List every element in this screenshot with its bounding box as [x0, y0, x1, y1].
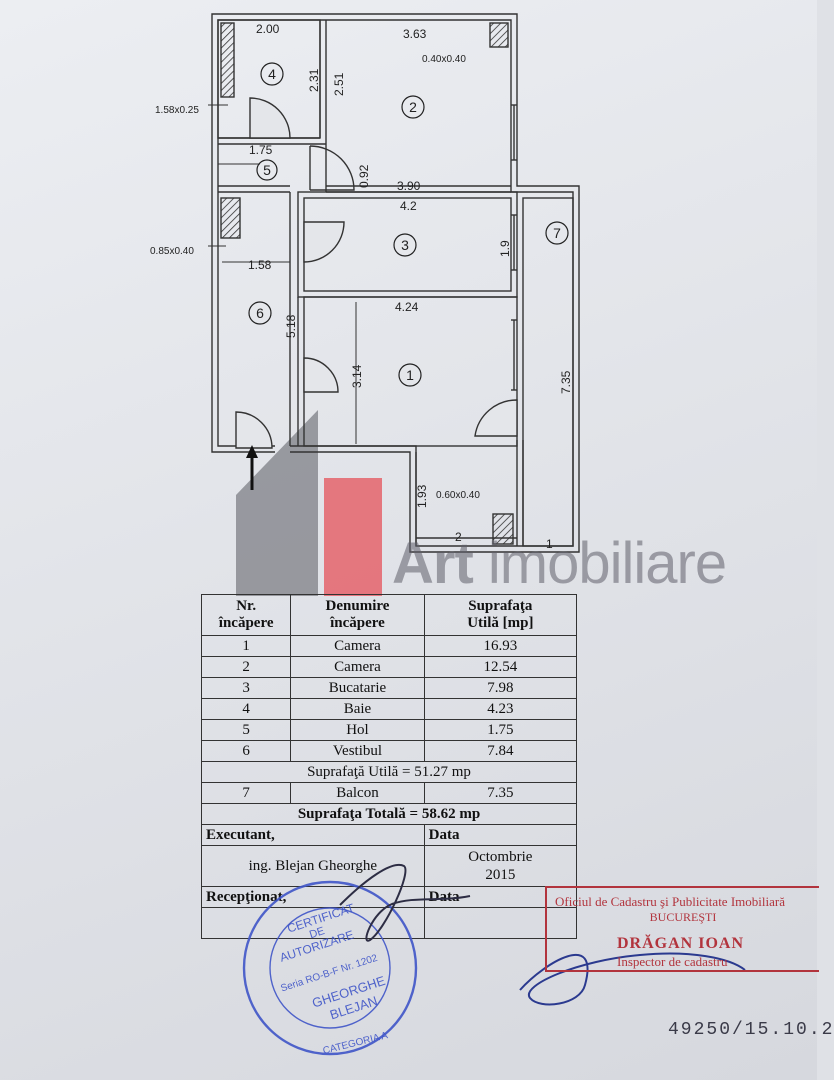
dim-label: 7.35 — [559, 370, 573, 394]
dim-label: 1 — [546, 537, 553, 551]
door-balcony — [474, 399, 518, 437]
dim-label: 3.90 — [397, 179, 421, 193]
door-room-3 — [303, 221, 345, 263]
outer-wall — [211, 13, 580, 553]
cadastre-office-stamp: Oficiul de Cadastru şi Publicitate Imobi… — [545, 886, 819, 972]
dim-label: 5.18 — [284, 314, 298, 338]
duct-room-2 — [489, 22, 509, 48]
dim-label: 2.31 — [307, 68, 321, 92]
dim-label: 2 — [455, 530, 462, 544]
dim-label: 0.85x0.40 — [150, 246, 194, 257]
dim-label: 0.40x0.40 — [422, 54, 466, 65]
dim-label: 3.14 — [350, 364, 364, 388]
dim-label: 1.9 — [498, 240, 512, 257]
dim-label: 3.63 — [403, 27, 427, 41]
useful-area-total-row: Suprafaţă Utilă = 51.27 mp — [201, 761, 577, 783]
duct-room-4 — [220, 22, 235, 98]
watermark-grey-shape — [236, 410, 318, 596]
dim-label: 1.58 — [248, 258, 272, 272]
dim-label: 1.58x0.25 — [155, 105, 199, 116]
room-number-3: 3 — [401, 237, 409, 253]
dim-label: 2.00 — [256, 22, 280, 36]
executant-header-row: Executant, Data — [201, 824, 578, 846]
grand-total-row: Suprafaţa Totală = 58.62 mp — [201, 803, 577, 825]
door-entrance — [235, 411, 273, 449]
door-room-1 — [303, 357, 339, 393]
watermark-red-block — [324, 478, 382, 596]
dim-label: 4.2 — [400, 199, 417, 213]
dim-label: 0.60x0.40 — [436, 490, 480, 501]
dim-label: 1.75 — [249, 143, 273, 157]
room-number-2: 2 — [409, 99, 417, 115]
room-number-1: 1 — [406, 367, 414, 383]
door-room-2 — [309, 145, 355, 191]
stamp-office-line1: Oficiul de Cadastru şi Publicitate Imobi… — [555, 894, 785, 909]
dim-label: 1.93 — [415, 484, 429, 508]
stamp-inspector-title: Inspector de cadastru — [617, 954, 728, 969]
receptionat-row — [201, 907, 578, 939]
room-number-4: 4 — [268, 66, 276, 82]
stamp-office-line2: BUCUREŞTI — [649, 910, 717, 924]
dim-label: 2.51 — [332, 72, 346, 96]
room-number-5: 5 — [263, 162, 271, 178]
watermark-logo: Art imobiliare — [392, 531, 727, 596]
registration-number: 49250/15.10.2 — [668, 1020, 834, 1040]
room-number-7: 7 — [553, 225, 561, 241]
door-room-4 — [249, 97, 291, 139]
duct-kitchen — [492, 513, 514, 545]
stamp-inspector-name: DRĂGAN IOAN — [617, 935, 744, 952]
room-number-6: 6 — [256, 305, 264, 321]
room-7-wall — [522, 197, 574, 547]
receptionat-header-row: Recepţionat, Data — [201, 886, 578, 908]
dim-label: 4.24 — [395, 300, 419, 314]
duct-hall — [220, 197, 241, 239]
dim-label: 0.92 — [357, 164, 371, 188]
floor-plan: 4 2 5 3 7 6 1 2.00 3.63 0.40x0.40 1.58x0… — [150, 13, 580, 596]
